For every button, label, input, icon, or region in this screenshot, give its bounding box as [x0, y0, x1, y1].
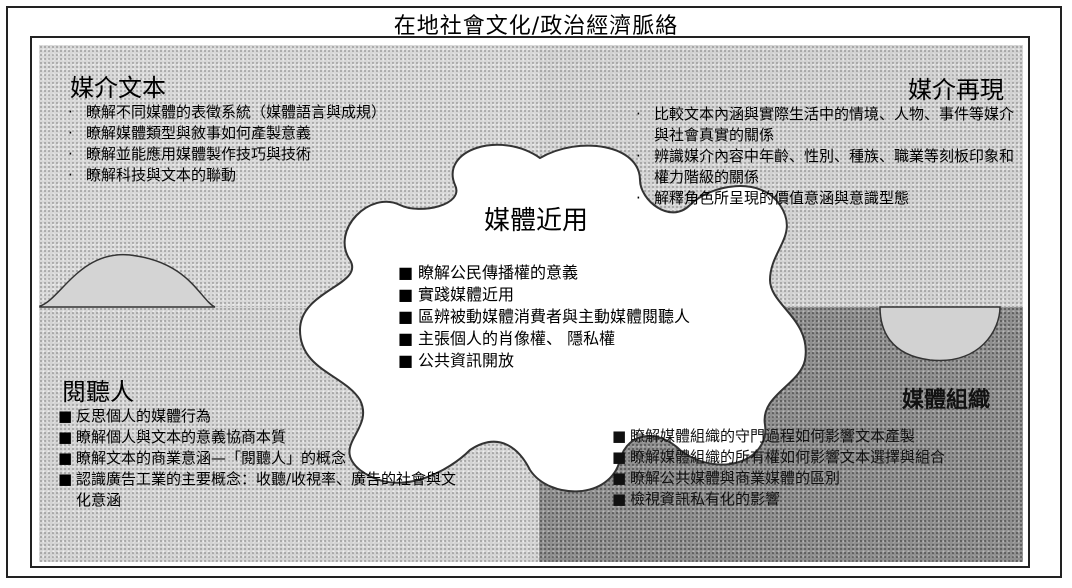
heading-media-representation: 媒介再現: [908, 76, 1004, 104]
list-item: ■檢視資訊私有化的影響: [612, 490, 781, 508]
puzzle-tab-left: [39, 254, 216, 308]
list-item: ·瞭解科技與文本的聯動: [68, 166, 237, 184]
list-item: ■瞭解媒體組織的守門過程如何影響文本產製: [612, 427, 916, 445]
list-item: ■瞭解個人與文本的意義協商本質: [58, 428, 287, 446]
list-audience: ■反思個人的媒體行為 ■瞭解個人與文本的意義協商本質 ■瞭解文本的商業意涵—「閱…: [58, 406, 458, 511]
list-item: ■反思個人的媒體行為: [58, 407, 212, 425]
list-item: ·瞭解媒體類型與敘事如何產製意義: [68, 124, 312, 142]
heading-audience: 閱聽人: [62, 378, 134, 406]
list-item: ■瞭解公共媒體與商業媒體的區別: [612, 469, 841, 487]
list-media-organization: ■瞭解媒體組織的守門過程如何影響文本產製 ■瞭解媒體組織的所有權如何影響文本選擇…: [612, 426, 1022, 510]
list-media-access: ■瞭解公民傳播權的意義 ■實踐媒體近用 ■區辨被動媒體消費者與主動媒體閱聽人 ■…: [398, 262, 798, 372]
list-item: ·辨識媒介內容中年齡、性別、種族、職業等刻板印象和權力階級的關係: [636, 147, 1015, 186]
list-item: ·解釋角色所呈現的價值意涵與意識型態: [636, 189, 910, 207]
diagram-title: 在地社會文化/政治經濟脈絡: [393, 14, 679, 39]
list-item: ■瞭解媒體組織的所有權如何影響文本選擇與組合: [612, 448, 946, 466]
list-item: ■公共資訊開放: [398, 351, 515, 370]
list-media-representation: ·比較文本內涵與實際生活中的情境、人物、事件等媒介與社會真實的關係 ·辨識媒介內…: [636, 104, 1026, 209]
list-item: ■主張個人的肖像權、 隱私權: [398, 329, 616, 348]
heading-media-organization: 媒體組織: [902, 388, 991, 413]
list-item: ·瞭解並能應用媒體製作技巧與技術: [68, 145, 312, 163]
list-item: ■區辨被動媒體消費者與主動媒體閱聽人: [398, 307, 691, 326]
heading-media-text: 媒介文本: [70, 74, 166, 102]
list-item: ■瞭解公民傳播權的意義: [398, 263, 579, 282]
list-item: ■瞭解文本的商業意涵—「閱聽人」的概念: [58, 449, 347, 467]
list-item: ■實踐媒體近用: [398, 285, 515, 304]
center-puzzle-piece: [298, 143, 807, 493]
title-underline: [372, 36, 704, 38]
list-item: ·比較文本內涵與實際生活中的情境、人物、事件等媒介與社會真實的關係: [636, 105, 1015, 144]
list-media-text: ·瞭解不同媒體的表徵系統（媒體語言與成規） ·瞭解媒體類型與敘事如何產製意義 ·…: [68, 102, 408, 186]
puzzle-tab-right: [879, 306, 1001, 362]
list-item: ■認識廣告工業的主要概念：收聽/收視率、廣告的社會與文化意涵: [58, 470, 457, 509]
heading-media-access: 媒體近用: [483, 206, 588, 236]
list-item: ·瞭解不同媒體的表徵系統（媒體語言與成規）: [68, 103, 387, 121]
